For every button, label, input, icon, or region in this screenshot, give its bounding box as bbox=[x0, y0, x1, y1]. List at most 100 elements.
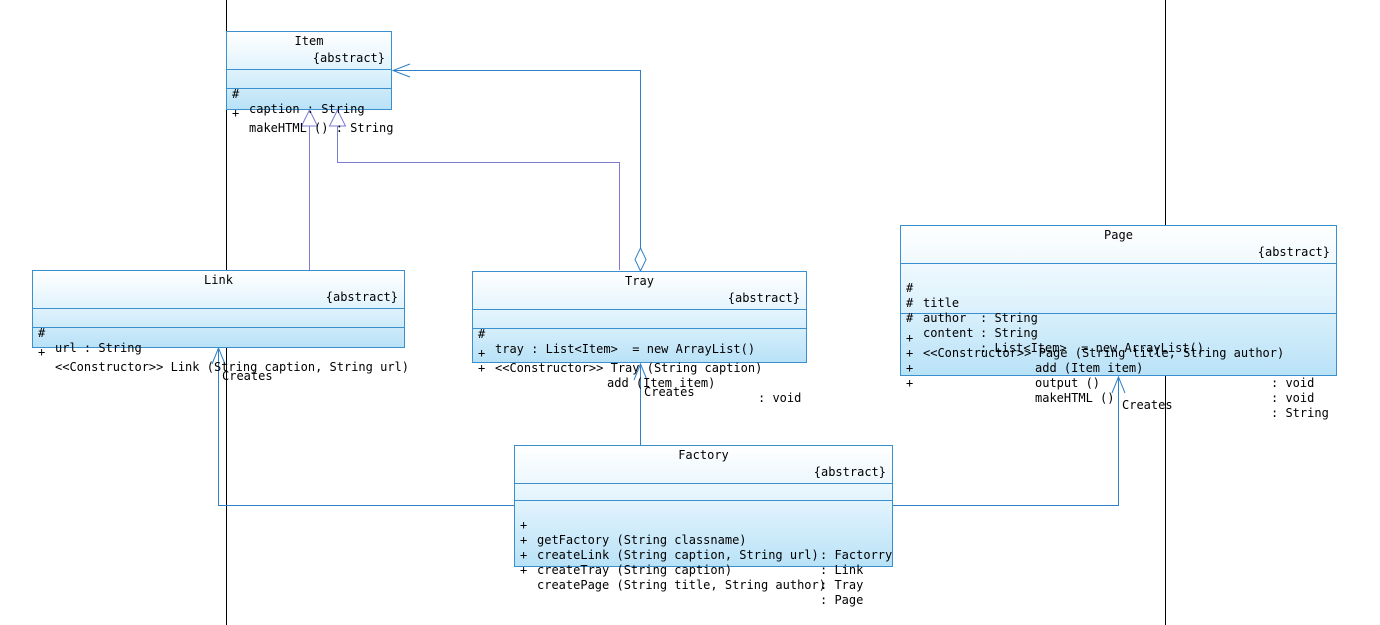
attribute-row: # tray : List<Item> = new ArrayList() bbox=[478, 312, 802, 356]
operation-compartment: + <<Constructor>> Link (String caption, … bbox=[33, 328, 409, 374]
operation-text: <<Constructor>> Tray (String caption) bbox=[495, 361, 763, 375]
return-type: : void bbox=[758, 391, 802, 405]
attribute-compartment: # tray : List<Item> = new ArrayList() bbox=[473, 310, 806, 356]
operation-row: + makeHTML () : String bbox=[232, 91, 394, 135]
visibility-marker: + bbox=[906, 376, 914, 390]
attribute-text: url : String bbox=[55, 341, 142, 355]
aggregation-arrowhead bbox=[391, 63, 411, 78]
operation-text: output () bbox=[1035, 376, 1101, 390]
attribute-row: # author : String bbox=[906, 281, 1332, 340]
attribute-type: : List<Item> = new ArrayList() bbox=[980, 341, 1204, 355]
return-type: : Page bbox=[820, 593, 864, 607]
visibility-marker: + bbox=[232, 106, 240, 120]
return-type: : Tray bbox=[820, 578, 864, 592]
class-item[interactable]: Item {abstract} # caption : String + mak… bbox=[226, 31, 394, 135]
visibility-marker: + bbox=[478, 361, 486, 375]
visibility-marker: # bbox=[906, 296, 914, 310]
class-name: Link bbox=[204, 273, 233, 287]
attribute-compartment bbox=[515, 484, 892, 501]
operation-row: + createTray (String caption) : Tray bbox=[520, 533, 888, 592]
class-header: Link {abstract} bbox=[33, 271, 404, 309]
operation-text: getFactory (String classname) bbox=[537, 533, 747, 547]
return-type: : void bbox=[1271, 391, 1315, 405]
operation-row: + createPage (String title, String autho… bbox=[520, 548, 888, 607]
operation-row: + <<Constructor>> Page (String title, St… bbox=[906, 316, 1332, 360]
return-type: : Factorry bbox=[820, 548, 893, 562]
visibility-marker: + bbox=[520, 518, 528, 532]
visibility-marker: + bbox=[520, 563, 528, 577]
visibility-marker: + bbox=[520, 533, 528, 547]
creates-label-link: Creates bbox=[222, 369, 273, 383]
visibility-marker: + bbox=[478, 346, 486, 360]
visibility-marker: # bbox=[38, 326, 46, 340]
aggregation-tray-item bbox=[394, 70, 641, 249]
generalization-tray-to-item bbox=[337, 126, 620, 270]
attribute-compartment: # title : String # author : String # con… bbox=[901, 264, 1336, 355]
operation-compartment: + <<Constructor>> Tray (String caption) … bbox=[473, 329, 806, 405]
attribute-type: : String bbox=[980, 311, 1038, 325]
class-stereotype: {abstract} bbox=[325, 290, 398, 304]
operation-row: + makeHTML () : String bbox=[906, 361, 1332, 420]
attribute-name: title bbox=[923, 296, 960, 310]
operation-compartment: + <<Constructor>> Page (String title, St… bbox=[901, 314, 1336, 420]
operation-row: + <<Constructor>> Tray (String caption) bbox=[478, 331, 802, 375]
operation-text: add (Item item) bbox=[607, 376, 716, 390]
operation-text: createTray (String caption) bbox=[537, 563, 733, 577]
operation-row: + output () : void bbox=[906, 346, 1332, 405]
visibility-marker: # bbox=[906, 311, 914, 325]
return-type: : void bbox=[1271, 376, 1315, 390]
operation-row: + getFactory (String classname) : Factor… bbox=[520, 503, 892, 562]
class-header: Tray {abstract} bbox=[473, 272, 806, 310]
operation-text: makeHTML () : String bbox=[249, 121, 394, 135]
operation-text: makeHTML () bbox=[1035, 391, 1115, 405]
class-header: Item {abstract} bbox=[227, 32, 391, 70]
class-stereotype: {abstract} bbox=[312, 51, 385, 65]
operation-text: createPage (String title, String author) bbox=[537, 578, 826, 592]
visibility-marker: # bbox=[478, 327, 486, 341]
attribute-row: # title : String bbox=[906, 266, 1332, 325]
operation-compartment: + makeHTML () : String bbox=[227, 89, 394, 135]
visibility-marker: # bbox=[906, 281, 914, 295]
class-stereotype: {abstract} bbox=[727, 291, 800, 305]
attribute-text: tray : List<Item> = new ArrayList() bbox=[495, 342, 756, 356]
operation-text: <<Constructor>> Link (String caption, St… bbox=[55, 360, 410, 374]
visibility-marker: + bbox=[906, 331, 914, 345]
return-type: : Link bbox=[820, 563, 864, 577]
class-stereotype: {abstract} bbox=[1257, 245, 1330, 259]
visibility-marker: # bbox=[232, 87, 240, 101]
attribute-text: caption : String bbox=[249, 102, 365, 116]
attribute-compartment: # caption : String bbox=[227, 70, 391, 116]
class-stereotype: {abstract} bbox=[813, 465, 886, 479]
operation-text: add (Item item) bbox=[1035, 361, 1144, 375]
visibility-marker: + bbox=[906, 346, 914, 360]
operation-row: + add (Item item) : void bbox=[478, 346, 802, 405]
attribute-row: # caption : String bbox=[232, 72, 387, 116]
creates-label-page: Creates bbox=[1122, 398, 1173, 412]
attribute-type: : String bbox=[980, 326, 1038, 340]
class-tray[interactable]: Tray {abstract} # tray : List<Item> = ne… bbox=[472, 271, 807, 405]
visibility-marker: + bbox=[906, 361, 914, 375]
attribute-name: author bbox=[923, 311, 967, 325]
aggregation-diamond bbox=[634, 246, 647, 273]
operation-text: <<Constructor>> Page (String title, Stri… bbox=[923, 346, 1285, 360]
attribute-compartment: # url : String bbox=[33, 309, 404, 355]
visibility-marker: + bbox=[38, 345, 46, 359]
visibility-marker: + bbox=[520, 548, 528, 562]
creates-label-tray: Creates bbox=[644, 385, 695, 399]
class-header: Factory {abstract} bbox=[515, 446, 892, 484]
class-name: Tray bbox=[625, 274, 654, 288]
class-name: Factory bbox=[678, 448, 729, 462]
attribute-name: content bbox=[923, 326, 974, 340]
class-link[interactable]: Link {abstract} # url : String + <<Const… bbox=[32, 270, 409, 374]
class-name: Page bbox=[1104, 228, 1133, 242]
class-header: Page {abstract} bbox=[901, 226, 1336, 264]
return-type: : String bbox=[1271, 406, 1329, 420]
class-page[interactable]: Page {abstract} # title : String # autho… bbox=[900, 225, 1337, 420]
attribute-row: # content : List<Item> = new ArrayList() bbox=[906, 296, 1332, 355]
operation-row: + add (Item item) : void bbox=[906, 331, 1332, 390]
operation-row: + <<Constructor>> Link (String caption, … bbox=[38, 330, 409, 374]
class-factory[interactable]: Factory {abstract} + getFactory (String … bbox=[514, 445, 893, 607]
class-name: Item bbox=[294, 34, 324, 48]
operation-row: + createLink (String caption, String url… bbox=[520, 518, 888, 577]
operation-text: createLink (String caption, String url) bbox=[537, 548, 819, 562]
